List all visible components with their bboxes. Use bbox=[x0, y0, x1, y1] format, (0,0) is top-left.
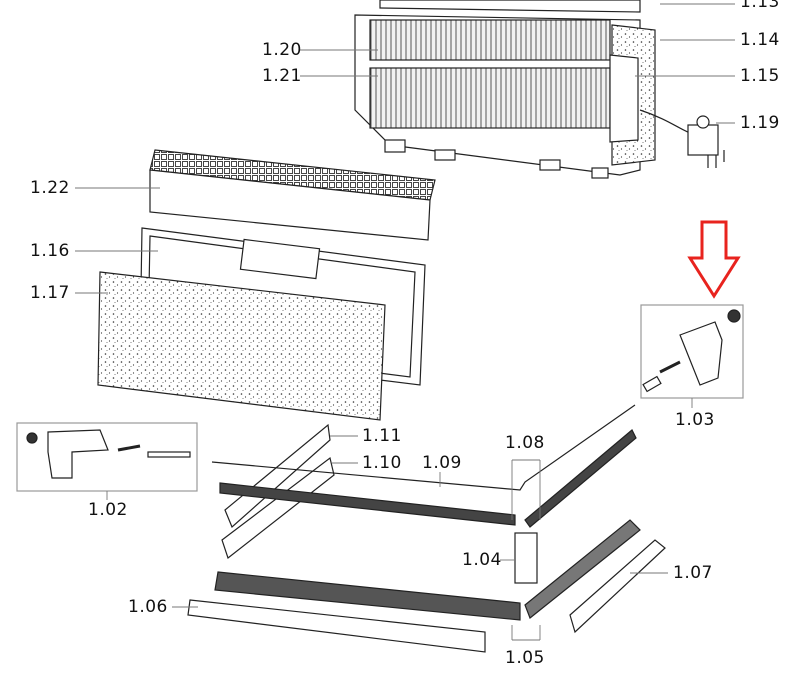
heater-element-assembly bbox=[354, 0, 656, 179]
label-1-22: 1.22 bbox=[30, 178, 70, 198]
label-1-11: 1.11 bbox=[362, 426, 402, 446]
stone-panel-1-17 bbox=[97, 271, 386, 421]
grille-1-22 bbox=[149, 149, 436, 241]
thermostat-1-19 bbox=[639, 109, 725, 168]
label-1-03: 1.03 bbox=[675, 410, 715, 430]
label-1-13: 1.13 bbox=[740, 0, 780, 12]
label-1-16: 1.16 bbox=[30, 241, 70, 261]
label-1-10: 1.10 bbox=[362, 453, 402, 473]
label-1-19: 1.19 bbox=[740, 113, 780, 133]
red-down-arrow-icon bbox=[687, 220, 741, 299]
label-1-02: 1.02 bbox=[88, 500, 128, 520]
label-1-20: 1.20 bbox=[262, 40, 302, 60]
label-1-14: 1.14 bbox=[740, 30, 780, 50]
label-1-04: 1.04 bbox=[462, 550, 502, 570]
part-1-03-detail bbox=[640, 304, 744, 399]
label-1-06: 1.06 bbox=[128, 597, 168, 617]
leader-lines bbox=[75, 3, 735, 641]
label-1-08: 1.08 bbox=[505, 433, 545, 453]
part-1-02-detail bbox=[16, 422, 198, 492]
label-1-05: 1.05 bbox=[505, 648, 545, 668]
label-1-15: 1.15 bbox=[740, 66, 780, 86]
label-1-21: 1.21 bbox=[262, 66, 302, 86]
label-1-17: 1.17 bbox=[30, 283, 70, 303]
label-1-07: 1.07 bbox=[673, 563, 713, 583]
label-1-09: 1.09 bbox=[422, 453, 462, 473]
rails-and-profiles bbox=[187, 404, 666, 653]
